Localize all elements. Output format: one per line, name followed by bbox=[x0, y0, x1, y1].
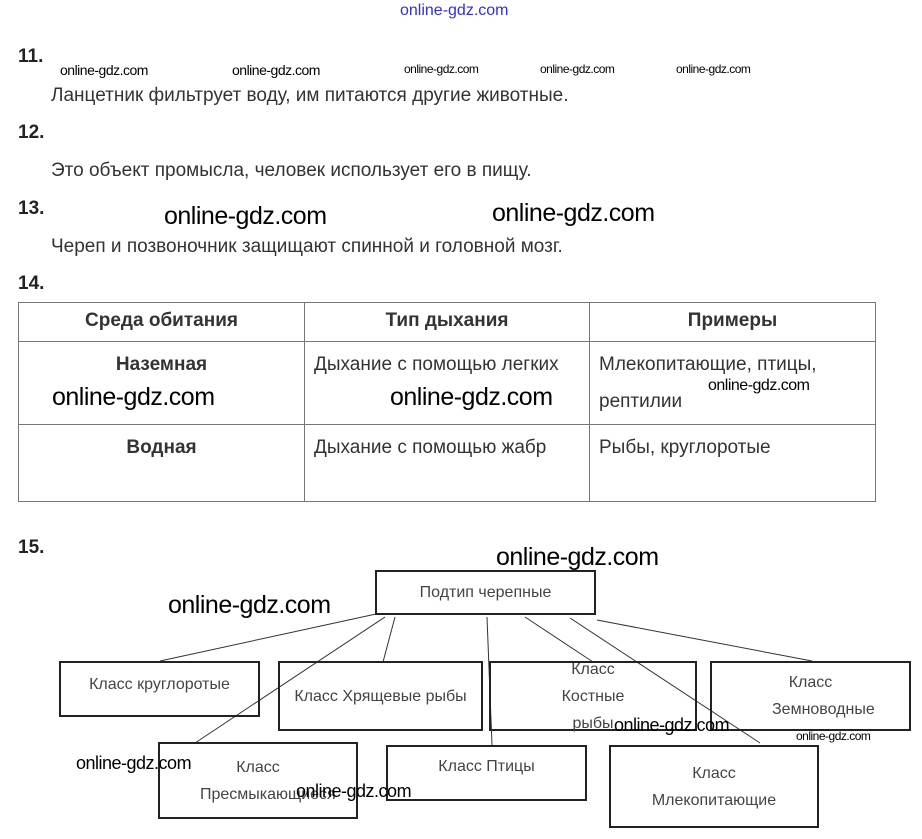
connector-line bbox=[569, 617, 761, 744]
header-watermark: online-gdz.com bbox=[400, 2, 509, 19]
diagram-node: Класс Хрящевые рыбы bbox=[278, 661, 483, 731]
watermark: online-gdz.com bbox=[164, 202, 327, 230]
respiration-table: Среда обитания Тип дыхания Примеры Назем… bbox=[18, 302, 876, 502]
watermark: online-gdz.com bbox=[796, 729, 871, 743]
watermark: online-gdz.com bbox=[296, 781, 412, 801]
question-number-15: 15. bbox=[18, 537, 45, 558]
watermark: online-gdz.com bbox=[390, 383, 553, 411]
cell-habitat: Наземная bbox=[18, 341, 305, 425]
connector-line bbox=[596, 619, 813, 662]
question-number-14: 14. bbox=[18, 273, 45, 294]
watermark: online-gdz.com bbox=[404, 62, 479, 76]
watermark: online-gdz.com bbox=[540, 62, 615, 76]
cell-habitat: Водная bbox=[18, 424, 305, 502]
diagram-node: Класс Земноводные bbox=[710, 661, 911, 731]
question-number-12: 12. bbox=[18, 122, 45, 143]
watermark: online-gdz.com bbox=[232, 62, 320, 78]
diagram-node: Класс Птицы bbox=[386, 745, 587, 801]
header-examples: Примеры bbox=[589, 302, 876, 342]
answer-13: Череп и позвоночник защищают спинной и г… bbox=[51, 236, 563, 257]
connector-line bbox=[159, 613, 377, 662]
watermark: online-gdz.com bbox=[708, 377, 810, 394]
table-row: Водная Дыхание с помощью жабр Рыбы, круг… bbox=[18, 424, 876, 502]
cell-examples: Рыбы, круглоротые bbox=[589, 424, 876, 502]
connector-line bbox=[382, 616, 396, 663]
header-habitat: Среда обитания bbox=[18, 302, 305, 342]
watermark: online-gdz.com bbox=[168, 591, 331, 619]
cell-breathing: Дыхание с помощью жабр bbox=[304, 424, 590, 502]
watermark: online-gdz.com bbox=[676, 62, 751, 76]
question-number-11: 11. bbox=[18, 46, 44, 67]
cell-breathing: Дыхание с помощью легких bbox=[304, 341, 590, 425]
connector-line bbox=[194, 616, 386, 744]
diagram-node: Класс круглоротые bbox=[59, 661, 260, 717]
watermark: online-gdz.com bbox=[60, 62, 148, 78]
question-number-13: 13. bbox=[18, 198, 45, 219]
diagram-root-node: Подтип черепные bbox=[375, 570, 596, 615]
watermark: online-gdz.com bbox=[492, 199, 655, 227]
watermark: online-gdz.com bbox=[614, 715, 730, 735]
connector-line bbox=[524, 616, 594, 663]
table-header-row: Среда обитания Тип дыхания Примеры bbox=[18, 302, 876, 342]
table-row: Наземная Дыхание с помощью легких Млекоп… bbox=[18, 341, 876, 425]
diagram-node: Класс Млекопитающие bbox=[609, 745, 819, 828]
answer-12: Это объект промысла, человек использует … bbox=[51, 160, 532, 181]
cell-examples: Млекопитающие, птицы, рептилии bbox=[589, 341, 876, 425]
header-breathing: Тип дыхания bbox=[304, 302, 590, 342]
diagram-node: Класс Костные рыбы bbox=[489, 661, 697, 732]
answer-11: Ланцетник фильтрует воду, им питаются др… bbox=[51, 85, 569, 106]
watermark: online-gdz.com bbox=[496, 543, 659, 571]
watermark: online-gdz.com bbox=[76, 753, 192, 773]
watermark: online-gdz.com bbox=[52, 383, 215, 411]
diagram-node: Класс Пресмыкающиеся bbox=[158, 742, 358, 819]
